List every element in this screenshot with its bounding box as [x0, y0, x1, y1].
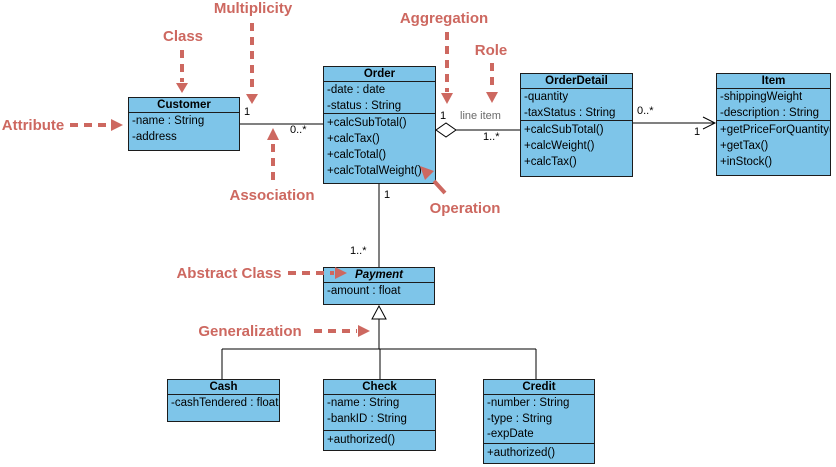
multiplicity-arrowhead-icon: [246, 94, 258, 104]
attribute-row: -status : String: [327, 99, 402, 112]
multiplicity-order-payment-source: 1: [384, 189, 391, 201]
annotation-class: Class: [162, 28, 204, 45]
attribute-row: -cashTendered : float: [171, 397, 279, 409]
operation-row: +getTax(): [720, 140, 769, 152]
attribute-arrowhead-icon: [111, 119, 123, 131]
attribute-row: -date : date: [327, 84, 386, 96]
attribute-row: -description : String: [720, 106, 820, 119]
attribute-row: -expDate: [487, 428, 534, 440]
operation-row: +calcTotal(): [327, 149, 387, 161]
multiplicity-order-payment-target: 1..*: [350, 245, 367, 257]
class-attributes: -cashTendered : float: [168, 395, 279, 412]
class-title: Customer: [129, 98, 239, 113]
class-cash: Cash -cashTendered : float: [167, 379, 280, 422]
operation-row: +calcTax(): [524, 156, 577, 168]
operation-row: +calcTotalWeight(): [327, 165, 422, 177]
class-title: Item: [717, 74, 830, 89]
class-operations: +authorized(): [484, 443, 594, 463]
annotation-aggregation: Aggregation: [399, 10, 489, 27]
annotation-generalization: Generalization: [198, 323, 302, 340]
operation-row: +calcTax(): [327, 133, 380, 145]
class-attributes: -quantity -taxStatus : String: [521, 89, 632, 120]
class-attributes: -number : String -type : String -expDate: [484, 395, 594, 443]
class-orderdetail: OrderDetail -quantity -taxStatus : Strin…: [520, 73, 633, 177]
operation-row: +authorized(): [327, 434, 396, 446]
class-title: Cash: [168, 380, 279, 395]
attribute-row: -quantity: [524, 91, 569, 103]
class-credit: Credit -number : String -type : String -…: [483, 379, 595, 464]
annotation-abstract-class: Abstract Class: [176, 265, 282, 282]
attribute-row: -number : String: [487, 397, 570, 409]
class-attributes: -amount : float: [324, 283, 434, 300]
open-arrowhead-icon: [702, 116, 717, 130]
class-title: Payment: [324, 268, 434, 283]
operation-row: +calcWeight(): [524, 140, 595, 152]
attribute-row: -shippingWeight: [720, 91, 803, 103]
class-attributes: -shippingWeight -description : String: [717, 89, 830, 120]
operation-row: +getPriceForQuantity(): [720, 124, 830, 136]
multiplicity-order: 0..*: [290, 124, 307, 136]
attribute-row: -name : String: [132, 115, 205, 127]
annotation-association: Association: [229, 187, 315, 204]
class-title: Order: [324, 67, 435, 82]
aggregation-diamond-icon: [435, 122, 457, 138]
class-operations: +authorized(): [324, 430, 435, 450]
role-line-item: line item: [460, 110, 501, 122]
attribute-row: -type : String: [487, 412, 553, 425]
class-payment: Payment -amount : float: [323, 267, 435, 305]
multiplicity-aggregation-source: 1: [440, 110, 447, 122]
attribute-row: -address: [132, 130, 177, 143]
class-title: OrderDetail: [521, 74, 632, 89]
class-check: Check -name : String -bankID : String +a…: [323, 379, 436, 451]
aggregation-arrowhead-icon: [441, 93, 453, 104]
generalization-triangle-icon: [371, 304, 387, 320]
multiplicity-orderdetail: 0..*: [637, 105, 654, 117]
attribute-row: -name : String: [327, 397, 400, 409]
operation-row: +calcSubTotal(): [524, 124, 604, 136]
annotation-operation: Operation: [429, 200, 501, 217]
class-attributes: -name : String -bankID : String: [324, 395, 435, 430]
class-operations: +calcSubTotal() +calcTax() +calcTotal() …: [324, 113, 435, 183]
class-item: Item -shippingWeight -description : Stri…: [716, 73, 831, 176]
class-arrowhead-icon: [176, 83, 188, 93]
attribute-row: -taxStatus : String: [524, 106, 616, 119]
association-arrowhead-icon: [267, 128, 279, 140]
generalization-arrowhead-icon: [358, 325, 370, 337]
operation-row: +calcSubTotal(): [327, 117, 407, 129]
class-order: Order -date : date -status : String +cal…: [323, 66, 436, 184]
operation-row: +inStock(): [720, 156, 773, 168]
class-operations: +calcSubTotal() +calcWeight() +calcTax(): [521, 120, 632, 176]
class-attributes: -name : String -address: [129, 113, 239, 145]
attribute-row: -amount : float: [327, 285, 401, 297]
annotation-role: Role: [474, 42, 508, 59]
class-customer: Customer -name : String -address: [128, 97, 240, 151]
attribute-row: -bankID : String: [327, 412, 407, 425]
class-operations: +getPriceForQuantity() +getTax() +inStoc…: [717, 120, 830, 175]
class-title: Credit: [484, 380, 594, 395]
operation-row: +authorized(): [487, 447, 556, 459]
class-title: Check: [324, 380, 435, 395]
multiplicity-customer: 1: [244, 106, 251, 118]
annotation-multiplicity: Multiplicity: [213, 0, 293, 17]
annotation-attribute: Attribute: [1, 117, 65, 134]
multiplicity-aggregation-target: 1..*: [483, 131, 500, 143]
class-attributes: -date : date -status : String: [324, 82, 435, 113]
multiplicity-item: 1: [694, 126, 701, 138]
role-arrowhead-icon: [486, 92, 498, 103]
